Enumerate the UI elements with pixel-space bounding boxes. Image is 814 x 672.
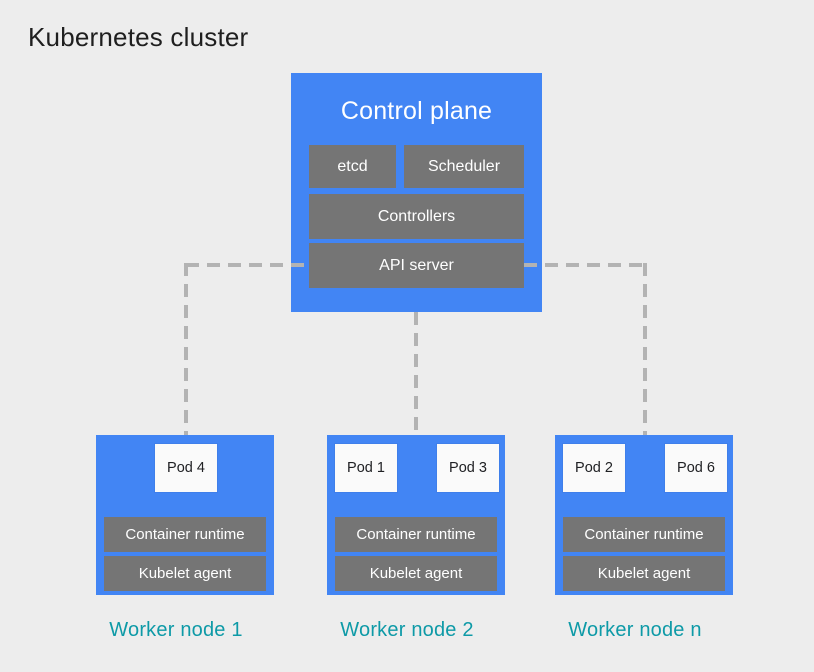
control-plane-box: Control plane etcd Scheduler Controllers…	[291, 73, 542, 312]
control-plane-component-api-server: API server	[309, 243, 524, 288]
worker-node-2-pods: Pod 1 Pod 3	[335, 444, 499, 492]
worker-node-2-label: Worker node 2	[340, 619, 474, 641]
control-plane-component-scheduler: Scheduler	[404, 145, 524, 188]
control-plane-component-controllers: Controllers	[309, 194, 524, 239]
pod: Pod 2	[563, 444, 625, 492]
pod: Pod 3	[437, 444, 499, 492]
pod: Pod 1	[335, 444, 397, 492]
container-runtime: Container runtime	[335, 517, 497, 552]
container-runtime: Container runtime	[563, 517, 725, 552]
worker-node-1-pods: Pod 4	[104, 444, 268, 492]
kubelet-agent: Kubelet agent	[104, 556, 266, 591]
control-plane-title: Control plane	[340, 97, 493, 125]
diagram-title: Kubernetes cluster	[28, 22, 249, 52]
connector-horizontal-right	[524, 263, 646, 267]
control-plane-component-etcd: etcd	[309, 145, 396, 188]
kubelet-agent: Kubelet agent	[563, 556, 725, 591]
kubelet-agent: Kubelet agent	[335, 556, 497, 591]
connector-horizontal-left	[186, 263, 309, 267]
pod: Pod 6	[665, 444, 727, 492]
worker-node-n-label: Worker node n	[568, 619, 702, 641]
worker-node-2-box: Pod 1 Pod 3 Container runtime Kubelet ag…	[327, 435, 505, 595]
connector-vertical-left	[184, 263, 188, 435]
worker-node-n-pods: Pod 2 Pod 6	[563, 444, 727, 492]
worker-node-1-label: Worker node 1	[109, 619, 243, 641]
connector-vertical-middle	[414, 312, 418, 435]
pod: Pod 4	[155, 444, 217, 492]
connector-vertical-right	[643, 263, 647, 435]
worker-node-n-box: Pod 2 Pod 6 Container runtime Kubelet ag…	[555, 435, 733, 595]
worker-node-1-box: Pod 4 Container runtime Kubelet agent	[96, 435, 274, 595]
container-runtime: Container runtime	[104, 517, 266, 552]
